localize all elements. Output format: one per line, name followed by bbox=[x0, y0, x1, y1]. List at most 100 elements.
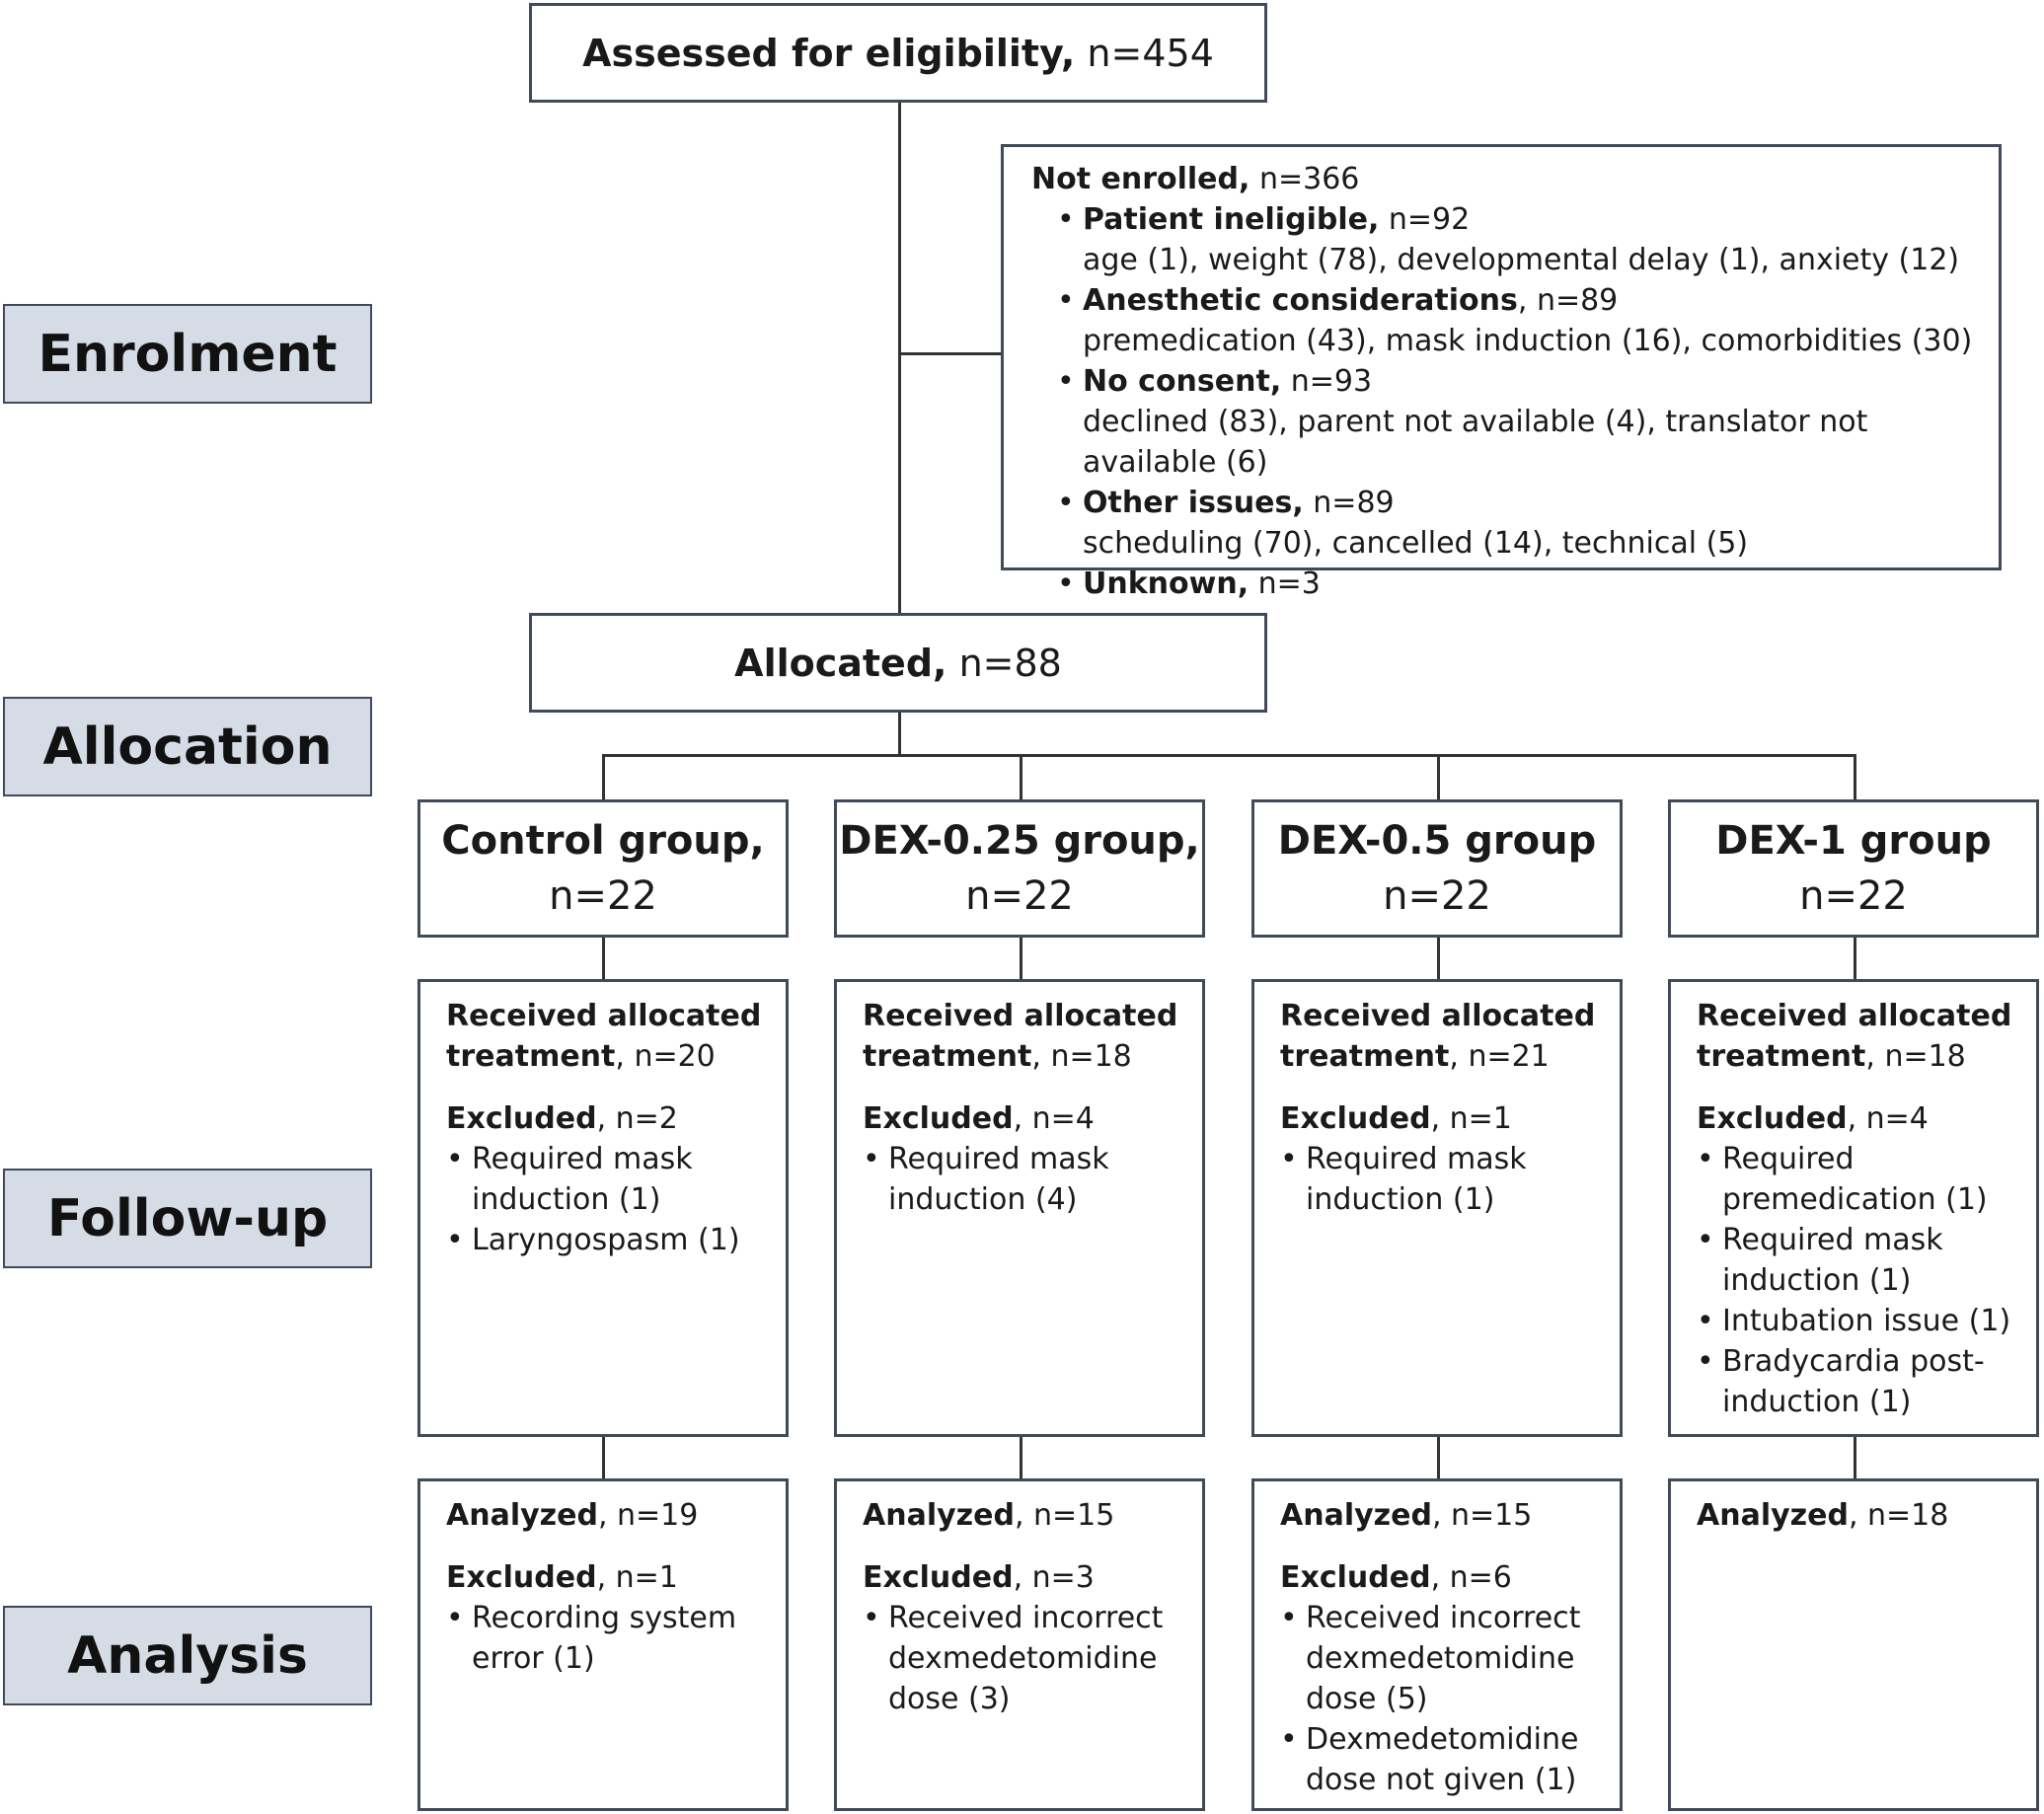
group-box-dex-0-25: DEX-0.25 group, n=22 bbox=[834, 799, 1205, 938]
bullet-icon: • bbox=[1280, 1722, 1298, 1757]
received-label: treatment bbox=[1697, 1039, 1866, 1074]
analysis-box-control: Analyzed, n=19 Excluded, n=1 •Recording … bbox=[417, 1478, 789, 1811]
excluded-item: Required mask induction (1) bbox=[1306, 1142, 1527, 1217]
stage-label-enrolment: Enrolment bbox=[3, 304, 372, 404]
allocated-box: Allocated, n=88 bbox=[529, 613, 1267, 713]
list-item: •Intubation issue (1) bbox=[1697, 1301, 2022, 1341]
analysis-box-dex-0-25: Analyzed, n=15 Excluded, n=3 •Received i… bbox=[834, 1478, 1205, 1811]
group-count: n=22 bbox=[1799, 873, 1908, 919]
list-item: •Dexmedetomidine dose not given (1) bbox=[1280, 1719, 1606, 1800]
excluded-count: , n=2 bbox=[596, 1101, 678, 1136]
allocated-label: Allocated, bbox=[734, 641, 947, 685]
ne-item-label: Patient ineligible, bbox=[1083, 202, 1380, 237]
analysis-excluded-count: , n=1 bbox=[596, 1560, 678, 1595]
ne-item-count: , n=89 bbox=[1517, 283, 1619, 318]
not-enrolled-box: Not enrolled, n=366 •Patient ineligible,… bbox=[1001, 144, 2002, 601]
list-item: •Bradycardia post-induction (1) bbox=[1697, 1341, 2022, 1422]
excluded-label: Excluded bbox=[863, 1101, 1014, 1136]
list-item: •Required mask induction (1) bbox=[1280, 1139, 1606, 1220]
bullet-icon: • bbox=[863, 1601, 880, 1635]
bullet-icon: • bbox=[1057, 283, 1075, 318]
excluded-label: Excluded bbox=[446, 1101, 597, 1136]
assessed-count: n=454 bbox=[1087, 31, 1214, 75]
excluded-label: Excluded bbox=[1697, 1101, 1848, 1136]
received-label: Received allocated bbox=[1280, 999, 1596, 1033]
ne-item-count: n=92 bbox=[1388, 202, 1471, 237]
bullet-icon: • bbox=[1057, 364, 1075, 399]
connector-followup-3 bbox=[1437, 936, 1440, 981]
ne-item-label: Anesthetic considerations bbox=[1083, 283, 1518, 318]
group-name: DEX-0.5 group bbox=[1277, 818, 1597, 864]
group-count: n=22 bbox=[965, 873, 1074, 919]
excluded-label: Excluded bbox=[1280, 1101, 1431, 1136]
connector-allocated-down bbox=[898, 711, 901, 755]
excluded-item: Bradycardia post-induction (1) bbox=[1722, 1344, 1985, 1419]
not-enrolled-label: Not enrolled, bbox=[1031, 162, 1250, 196]
list-item: •Required mask induction (1) bbox=[1697, 1220, 2022, 1301]
connector-analysis-1 bbox=[602, 1435, 605, 1480]
stage-label-allocation: Allocation bbox=[3, 697, 372, 796]
group-box-dex-0-5: DEX-0.5 group n=22 bbox=[1251, 799, 1623, 938]
ne-item-label: No consent, bbox=[1083, 364, 1282, 399]
ne-item-detail: age (1), weight (78), developmental dela… bbox=[1083, 243, 1960, 277]
connector-to-not-enrolled bbox=[898, 352, 1003, 355]
analysis-excluded-item: Received incorrect dexmedetomidine dose … bbox=[1306, 1601, 1581, 1716]
bullet-icon: • bbox=[1280, 1601, 1298, 1635]
analyzed-count: , n=15 bbox=[1014, 1498, 1115, 1533]
received-label: Received allocated bbox=[1697, 999, 2012, 1033]
bullet-icon: • bbox=[1697, 1344, 1714, 1379]
not-enrolled-count: n=366 bbox=[1258, 162, 1360, 196]
ne-item-detail: declined (83), parent not available (4),… bbox=[1083, 405, 1868, 480]
connector-group-1 bbox=[602, 754, 605, 801]
list-item: •Recording system error (1) bbox=[446, 1598, 772, 1679]
received-count: , n=18 bbox=[1031, 1039, 1132, 1074]
received-label: treatment bbox=[1280, 1039, 1450, 1074]
excluded-item: Required mask induction (4) bbox=[888, 1142, 1109, 1217]
bullet-icon: • bbox=[446, 1601, 464, 1635]
list-item: •Required mask induction (4) bbox=[863, 1139, 1188, 1220]
analysis-excluded-label: Excluded bbox=[863, 1560, 1014, 1595]
received-label: treatment bbox=[446, 1039, 616, 1074]
connector-analysis-3 bbox=[1437, 1435, 1440, 1480]
group-box-control: Control group, n=22 bbox=[417, 799, 789, 938]
excluded-item: Required premedication (1) bbox=[1722, 1142, 1988, 1217]
analyzed-label: Analyzed bbox=[1697, 1498, 1849, 1533]
list-item: •Received incorrect dexmedetomidine dose… bbox=[1280, 1598, 1606, 1719]
analysis-excluded-label: Excluded bbox=[1280, 1560, 1431, 1595]
list-item: •Received incorrect dexmedetomidine dose… bbox=[863, 1598, 1188, 1719]
list-item: •Required mask induction (1) bbox=[446, 1139, 772, 1220]
ne-item-detail: premedication (43), mask induction (16),… bbox=[1083, 324, 1973, 358]
analysis-excluded-item: Recording system error (1) bbox=[472, 1601, 737, 1676]
analysis-excluded-label: Excluded bbox=[446, 1560, 597, 1595]
excluded-item: Intubation issue (1) bbox=[1722, 1304, 2011, 1338]
followup-box-dex-1: Received allocated treatment, n=18 Exclu… bbox=[1668, 979, 2039, 1437]
analyzed-label: Analyzed bbox=[1280, 1498, 1432, 1533]
connector-group-3 bbox=[1437, 754, 1440, 801]
excluded-count: , n=1 bbox=[1430, 1101, 1512, 1136]
assessed-label: Assessed for eligibility, bbox=[582, 31, 1076, 75]
bullet-icon: • bbox=[863, 1142, 880, 1176]
analyzed-count: , n=18 bbox=[1848, 1498, 1949, 1533]
ne-item-label: Unknown, bbox=[1083, 567, 1249, 601]
ne-item-count: n=3 bbox=[1257, 567, 1321, 601]
connector-analysis-2 bbox=[1020, 1435, 1022, 1480]
assessed-box: Assessed for eligibility, n=454 bbox=[529, 3, 1267, 103]
connector-analysis-4 bbox=[1854, 1435, 1856, 1480]
bullet-icon: • bbox=[446, 1142, 464, 1176]
group-count: n=22 bbox=[1383, 873, 1491, 919]
bullet-icon: • bbox=[1057, 486, 1075, 520]
allocated-count: n=88 bbox=[958, 641, 1062, 685]
analysis-excluded-count: , n=6 bbox=[1430, 1560, 1512, 1595]
bullet-icon: • bbox=[1057, 567, 1075, 601]
bullet-icon: • bbox=[1697, 1304, 1714, 1338]
bullet-icon: • bbox=[1057, 202, 1075, 237]
analyzed-label: Analyzed bbox=[446, 1498, 598, 1533]
excluded-item: Laryngospasm (1) bbox=[472, 1223, 740, 1257]
ne-item-count: n=89 bbox=[1313, 486, 1395, 520]
connector-followup-4 bbox=[1854, 936, 1856, 981]
analysis-box-dex-1: Analyzed, n=18 bbox=[1668, 1478, 2039, 1811]
analysis-box-dex-0-5: Analyzed, n=15 Excluded, n=6 •Received i… bbox=[1251, 1478, 1623, 1811]
stage-label-follow-up: Follow-up bbox=[3, 1169, 372, 1268]
connector-group-2 bbox=[1020, 754, 1022, 801]
bullet-icon: • bbox=[446, 1223, 464, 1257]
